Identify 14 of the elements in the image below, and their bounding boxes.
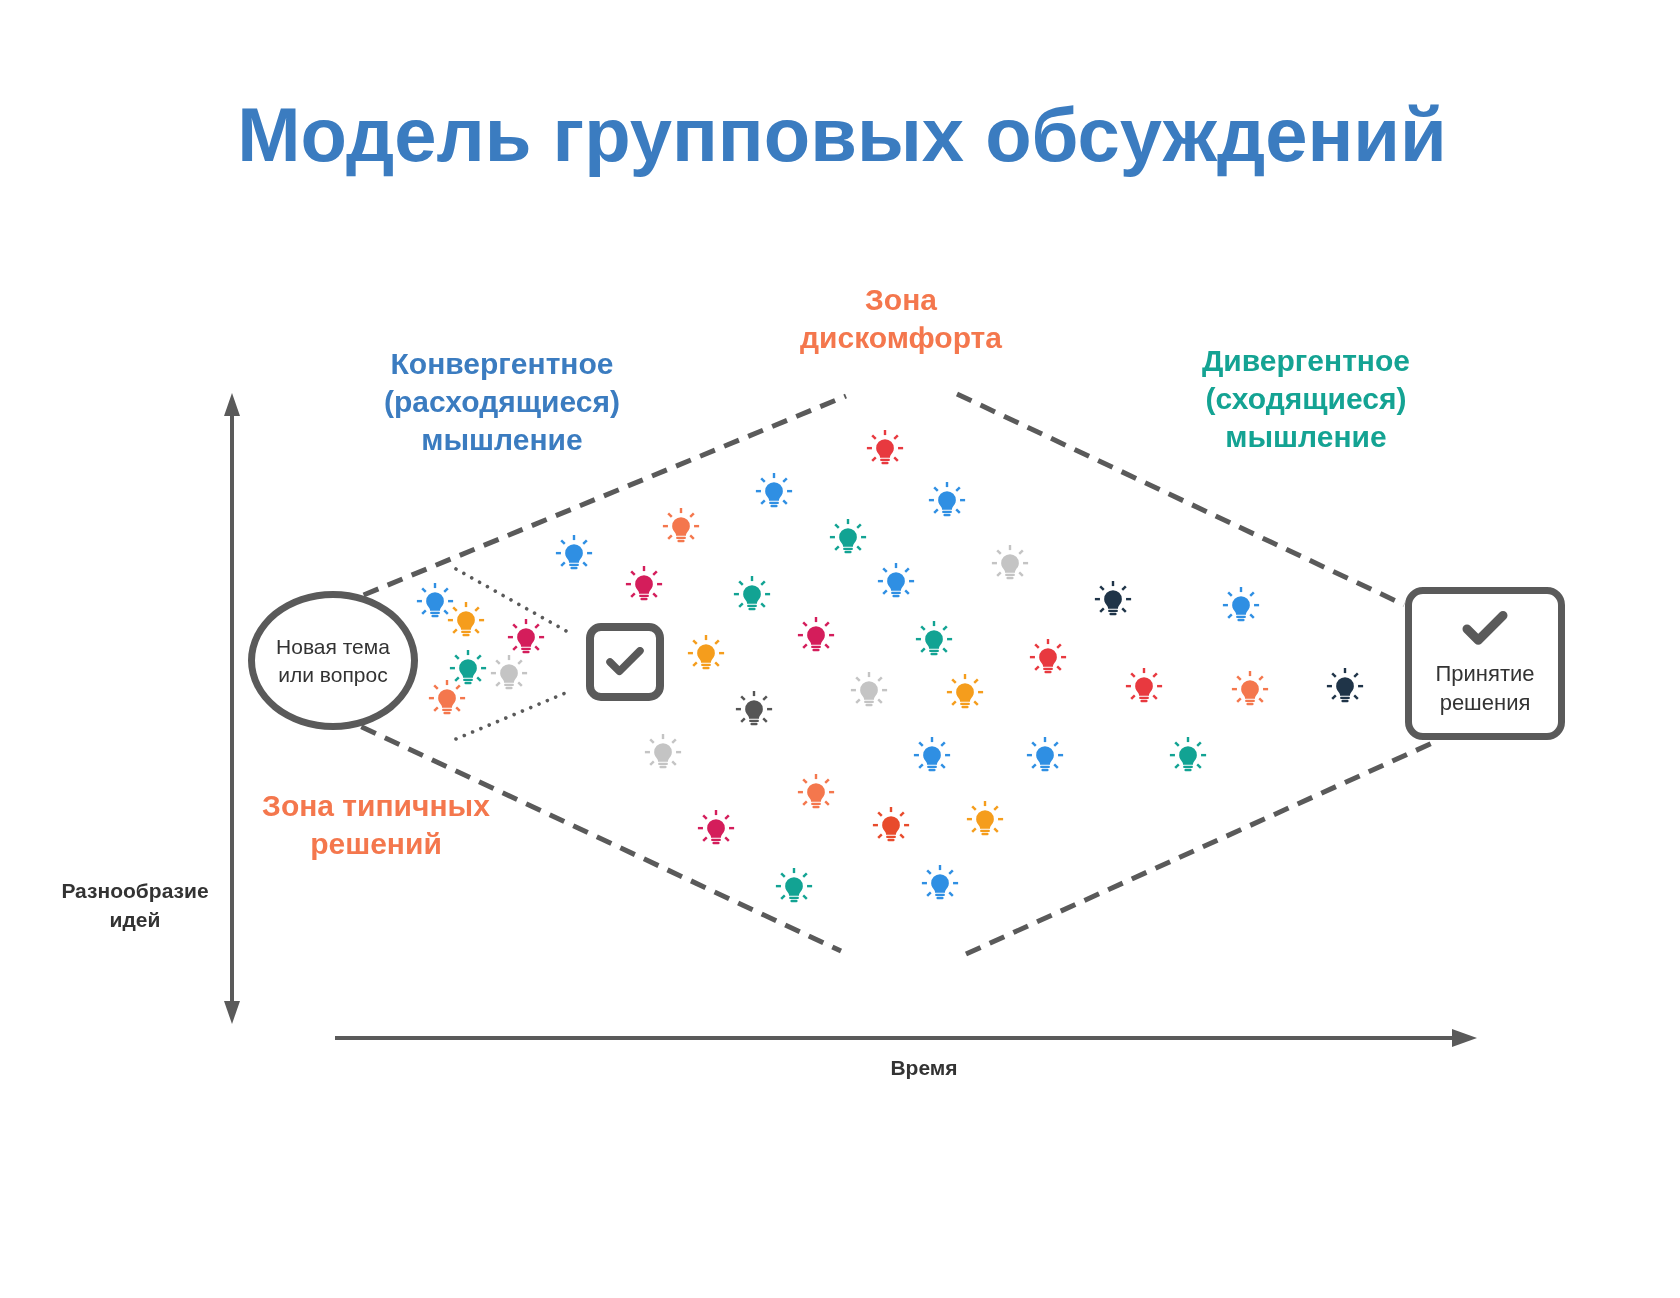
axis-label: Разнообразие идей [60,878,210,933]
axis-label: Время [889,1055,959,1081]
diagram-title: Модель групповых обсуждений [237,91,1447,179]
dashed-line [955,391,1406,608]
zone-label: Зона типичных решений [261,788,491,862]
dashed-line [360,724,843,954]
thinking-label: Конвергентное (расходящиеся) мышление [383,346,621,458]
decision-box [1405,587,1565,740]
thinking-label: Дивергентное (сходящиеся) мышление [1201,343,1411,455]
dashed-line [362,393,847,598]
node-text: Новая тема или вопрос [275,633,391,688]
zone-label: Зона дискомфорта [799,282,1003,356]
node-text: Принятие решения [1434,659,1536,717]
checkbox-frame [586,623,664,701]
